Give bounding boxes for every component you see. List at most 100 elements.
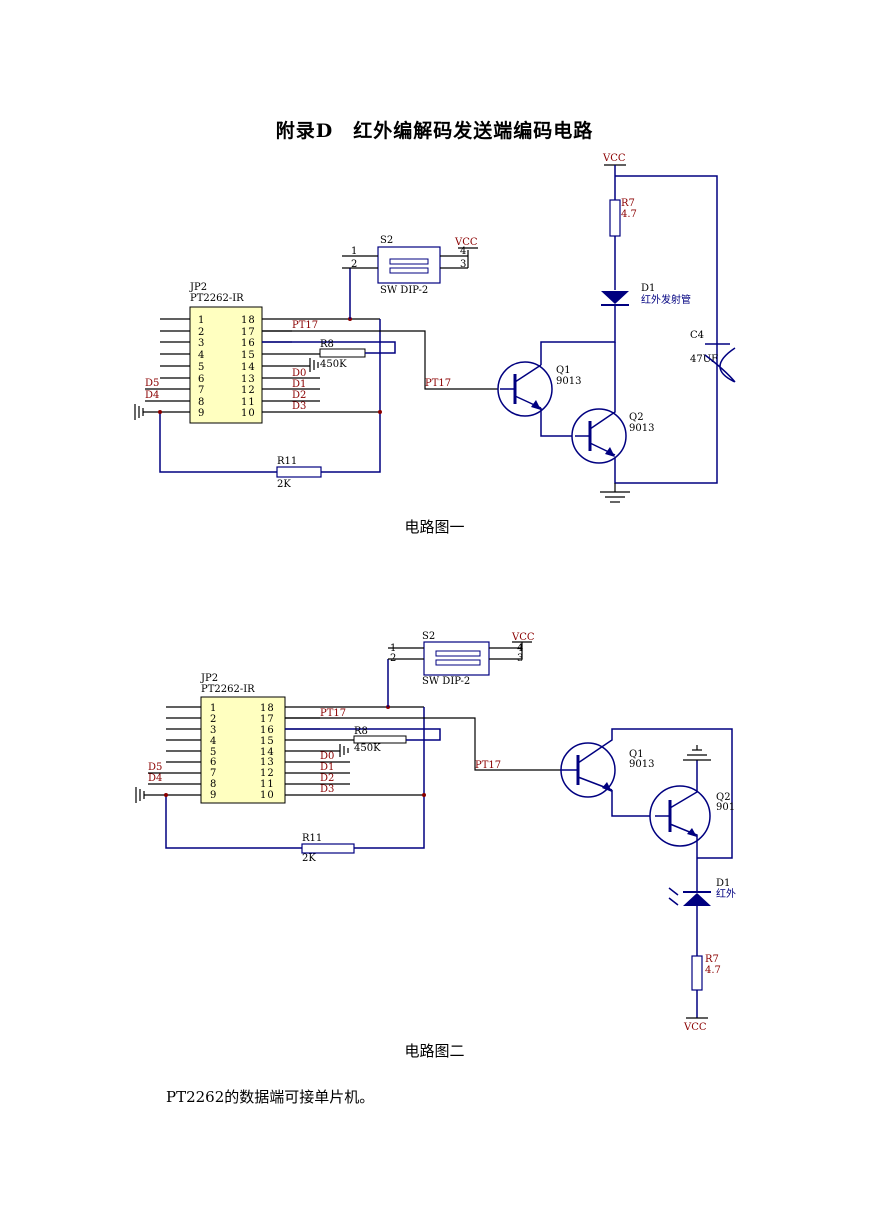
q1-name: Q1 bbox=[556, 365, 571, 376]
pin-label: 1 bbox=[198, 315, 205, 326]
s2-switch bbox=[423, 641, 490, 676]
pt17-wire bbox=[285, 717, 560, 771]
pin-label: 6 bbox=[210, 757, 217, 768]
jp2-left-pin-numbers: 1 2 3 4 5 6 7 8 9 bbox=[210, 703, 217, 801]
d1-name: D1 bbox=[716, 878, 730, 889]
pin-label: 15 bbox=[241, 350, 256, 361]
led-icon bbox=[601, 291, 629, 304]
pin-label: 2 bbox=[210, 714, 217, 725]
led-icon bbox=[683, 893, 711, 906]
pin-label: 6 bbox=[198, 374, 205, 385]
r11-value: 2K bbox=[277, 479, 291, 490]
pin-label: 9 bbox=[198, 408, 205, 419]
pin-label: 7 bbox=[198, 385, 205, 396]
jp2-left-pin-lines bbox=[145, 318, 190, 413]
r8-name: R8 bbox=[320, 339, 334, 350]
pin-label: 16 bbox=[241, 338, 256, 349]
c4-wire bbox=[614, 175, 718, 484]
page-title: 附录D 红外编解码发送端编码电路 bbox=[275, 120, 594, 142]
r7-value: 4.7 bbox=[705, 965, 721, 976]
r8-resistor bbox=[353, 735, 407, 744]
net-d5: D5 bbox=[145, 378, 159, 389]
ground-icon bbox=[600, 483, 630, 503]
pin-label: 8 bbox=[198, 397, 205, 408]
net-d2: D2 bbox=[292, 390, 306, 401]
net-pt17: PT17 bbox=[292, 320, 318, 331]
net-d1: D1 bbox=[320, 762, 334, 773]
pin-label: 16 bbox=[260, 725, 275, 736]
figure-caption-2: 电路图二 bbox=[404, 1042, 465, 1060]
pin-label: 1 bbox=[390, 643, 396, 654]
pin-label: 13 bbox=[260, 757, 275, 768]
pin-label: 3 bbox=[210, 725, 217, 736]
pin-label: 12 bbox=[241, 385, 256, 396]
pin-label: 11 bbox=[260, 779, 275, 790]
circuit-diagram-1: JP2 PT2262-IR 1 2 3 4 5 6 7 8 9 18 17 16… bbox=[134, 153, 736, 503]
r8-wire bbox=[285, 728, 441, 741]
ground-icon bbox=[309, 358, 319, 372]
r11-name: R11 bbox=[302, 833, 322, 844]
emission-arrow-icon bbox=[668, 887, 679, 906]
r11-name: R11 bbox=[277, 456, 297, 467]
r11-resistor bbox=[301, 843, 355, 854]
net-pt17: PT17 bbox=[425, 378, 451, 389]
pin-label: 8 bbox=[210, 779, 217, 790]
q2-name: Q2 bbox=[716, 792, 731, 803]
s2-name: S2 bbox=[422, 631, 435, 642]
pin-label: 4 bbox=[517, 643, 523, 654]
r7-name: R7 bbox=[621, 198, 635, 209]
jp2-chip bbox=[189, 306, 263, 424]
pin-label: 11 bbox=[241, 397, 256, 408]
pin-label: 3 bbox=[517, 653, 523, 664]
vcc-label: VCC bbox=[683, 1022, 707, 1033]
r8-wire bbox=[262, 341, 396, 354]
net-d3: D3 bbox=[320, 784, 334, 795]
pin-label: 5 bbox=[210, 747, 217, 758]
pt17-wire bbox=[262, 330, 500, 390]
vcc-label: VCC bbox=[454, 237, 478, 248]
net-d3: D3 bbox=[292, 401, 306, 412]
pin-label: 10 bbox=[241, 408, 256, 419]
jp2-model: PT2262-IR bbox=[201, 684, 255, 695]
jp2-right-pin-lines bbox=[285, 706, 424, 796]
pin-label: 1 bbox=[210, 703, 217, 714]
ground-icon bbox=[683, 745, 711, 761]
r11-resistor bbox=[276, 466, 322, 478]
s2-switch bbox=[377, 246, 441, 284]
jp2-left-pin-numbers: 1 2 3 4 5 6 7 8 9 bbox=[198, 315, 205, 419]
pin-label: 7 bbox=[210, 768, 217, 779]
r8-resistor bbox=[319, 348, 366, 358]
pin-label: 12 bbox=[260, 768, 275, 779]
c4-name: C4 bbox=[690, 330, 704, 341]
pin-label: 14 bbox=[260, 747, 275, 758]
jp2-left-pin-lines bbox=[148, 706, 201, 796]
pin-label: 15 bbox=[260, 736, 275, 747]
s2-model: SW DIP-2 bbox=[380, 285, 428, 296]
q1-model: 9013 bbox=[629, 759, 654, 770]
c4-value: 47UF bbox=[690, 354, 718, 365]
pin-label: 18 bbox=[260, 703, 275, 714]
ground-icon bbox=[339, 744, 349, 757]
pin-label: 10 bbox=[260, 790, 275, 801]
pin-label: 9 bbox=[210, 790, 217, 801]
jp2-right-pin-lines bbox=[262, 318, 380, 413]
q1-model: 9013 bbox=[556, 376, 581, 387]
r7-name: R7 bbox=[705, 954, 719, 965]
q1-name: Q1 bbox=[629, 749, 644, 760]
r7-value: 4.7 bbox=[621, 209, 637, 220]
jp2-right-pin-numbers: 18 17 16 15 14 13 12 11 10 bbox=[241, 315, 256, 419]
net-d2: D2 bbox=[320, 773, 334, 784]
r7-resistor bbox=[609, 199, 621, 237]
jp2-right-pin-numbers: 18 17 16 15 14 13 12 11 10 bbox=[260, 703, 275, 801]
net-d5: D5 bbox=[148, 762, 162, 773]
jp2-name: JP2 bbox=[189, 282, 207, 293]
circuit-diagram-2: JP2 PT2262-IR 1 2 3 4 5 6 7 8 9 18 17 16… bbox=[135, 631, 736, 1033]
pin-label: 2 bbox=[390, 653, 396, 664]
q2-transistor-icon bbox=[571, 408, 627, 464]
q2-model: 9013 bbox=[629, 423, 654, 434]
net-pt17: PT17 bbox=[320, 708, 346, 719]
pin-label: 1 bbox=[351, 246, 357, 257]
net-pt17: PT17 bbox=[475, 760, 501, 771]
pin-label: 14 bbox=[241, 362, 256, 373]
pin-label: 18 bbox=[241, 315, 256, 326]
